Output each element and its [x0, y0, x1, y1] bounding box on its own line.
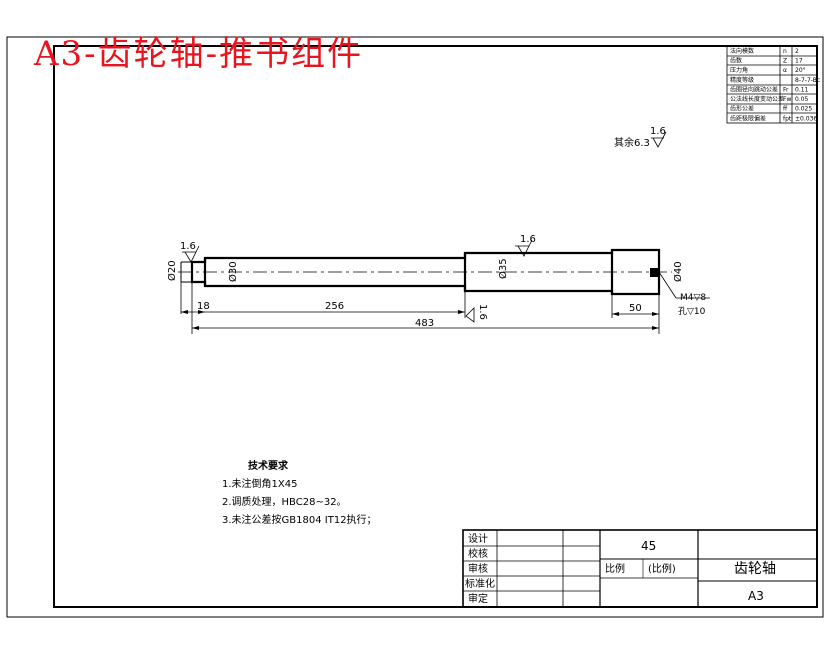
param-symbol-cell: Fw	[783, 96, 791, 103]
param-name-cell: 法向模数	[730, 47, 754, 55]
param-name-cell: 精度等级	[730, 76, 754, 84]
svg-text:1.6: 1.6	[650, 126, 666, 137]
banner-title: A3-齿轮轴-推书组件	[34, 34, 364, 74]
outer-frame	[6, 36, 824, 618]
dimension-lines	[180, 271, 710, 334]
param-value-cell: ±0.036	[795, 115, 817, 122]
param-symbol-cell: α	[783, 67, 787, 74]
roughness-bottom: 1.6	[465, 304, 488, 323]
param-value-cell: 17	[795, 58, 803, 65]
dim-18: 18	[197, 301, 210, 312]
param-value-cell: 0.11	[795, 86, 809, 93]
svg-text:1.6: 1.6	[520, 234, 536, 245]
role-check: 校核	[468, 547, 488, 560]
tech-req-title: 技术要求	[248, 461, 288, 472]
svg-text:6.3: 6.3	[634, 138, 650, 149]
part-name: 齿轮轴	[734, 561, 776, 577]
param-value-cell: 2	[795, 48, 799, 55]
dia-20-label: Ø20	[166, 260, 178, 281]
roughness-middle: 1.6	[515, 234, 536, 257]
param-symbol-cell: Fr	[783, 86, 789, 93]
dim-483: 483	[415, 318, 434, 329]
dimension-arrows	[181, 310, 659, 330]
tech-req-item-2: 2.调质处理，HBC28~32。	[222, 497, 347, 508]
tech-req-item-1: 1.未注倒角1X45	[222, 479, 298, 490]
dia-35-label: Ø35	[497, 258, 509, 279]
param-name-cell: 公法线长度变动公差	[730, 95, 784, 103]
hole-note-line1: M4▽8	[680, 293, 706, 303]
svg-text:其余: 其余	[614, 136, 634, 149]
svg-text:1.6: 1.6	[477, 304, 488, 320]
material: 45	[641, 539, 656, 553]
tech-req-item-3: 3.未注公差按GB1804 IT12执行；	[222, 515, 377, 526]
title-block	[462, 529, 818, 608]
dia-40-label: Ø40	[672, 261, 684, 282]
scale-label: 比例	[605, 562, 625, 575]
scale-value: (比例)	[648, 562, 676, 575]
roughness-left: 1.6	[180, 241, 200, 263]
param-name-cell: 齿数	[730, 57, 742, 65]
dia-30-label: Ø30	[227, 261, 239, 282]
param-name-cell: 齿形公差	[730, 105, 754, 113]
sheet-size: A3	[748, 589, 764, 603]
svg-text:1.6: 1.6	[180, 241, 196, 252]
gear-parameter-table	[726, 45, 818, 124]
technical-requirements: 技术要求 1.未注倒角1X45 2.调质处理，HBC28~32。 3.未注公差按…	[222, 458, 377, 530]
gear-parameter-rows: 法向模数 n 2 齿数 Z 17 压力角 α 20° 精度等级 8-7-7-Bc 齿圈径向跳动公差 Fr…	[730, 47, 820, 122]
hole-note-line2: 孔▽10	[678, 306, 706, 317]
threaded-hole	[650, 268, 659, 277]
param-value-cell: 8-7-7-Bc	[795, 77, 820, 84]
param-name-cell: 压力角	[730, 66, 748, 74]
param-name-cell: 齿圈径向跳动公差	[730, 85, 778, 93]
dim-50: 50	[629, 303, 642, 314]
role-approve: 审定	[468, 592, 488, 605]
roughness-general-note: 其余 6.3 1.6	[614, 126, 667, 149]
param-value-cell: 0.025	[795, 106, 812, 113]
role-review: 审核	[468, 562, 488, 575]
param-symbol-cell: fpt	[783, 115, 792, 122]
dim-256: 256	[325, 301, 344, 312]
param-symbol-cell: n	[783, 48, 787, 55]
param-symbol-cell: Z	[783, 58, 787, 65]
param-value-cell: 20°	[795, 67, 806, 74]
param-value-cell: 0.05	[795, 96, 809, 103]
role-design: 设计	[468, 532, 488, 545]
inner-frame	[53, 45, 818, 608]
param-name-cell: 齿距极限偏差	[730, 114, 766, 122]
param-symbol-cell: ff	[783, 106, 788, 113]
role-standardize: 标准化	[465, 577, 495, 590]
